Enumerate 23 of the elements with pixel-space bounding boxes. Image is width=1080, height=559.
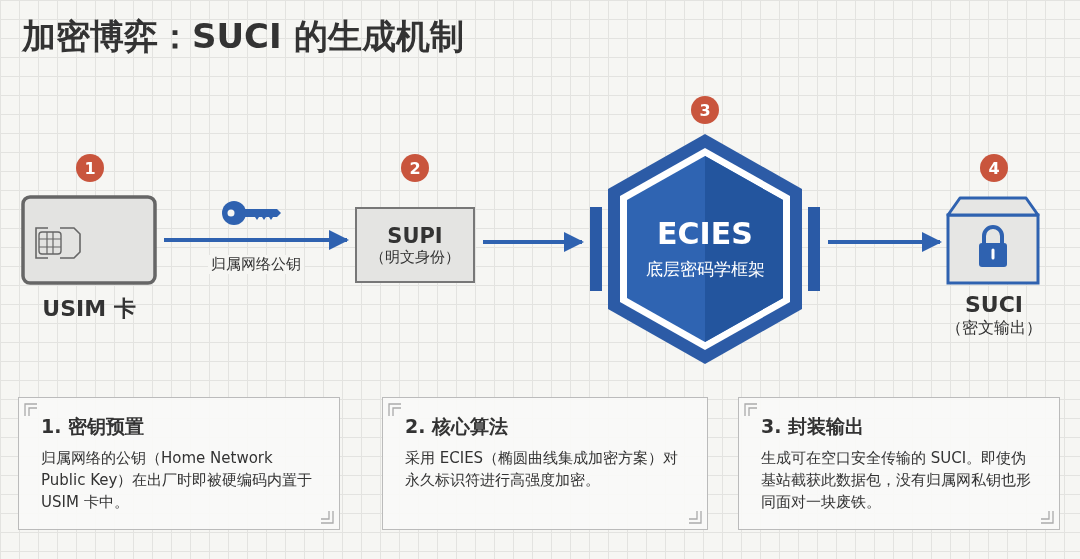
step-number-badge: 4: [980, 154, 1008, 182]
card-heading: 1. 密钥预置: [41, 414, 146, 439]
card-heading: 3. 封装输出: [761, 414, 866, 439]
step-number-badge: 2: [401, 154, 429, 182]
hexagon-title: ECIES: [656, 216, 754, 251]
step-number-badge: 3: [691, 96, 719, 124]
card-heading: 2. 核心算法: [405, 414, 510, 439]
hexagon-subtitle: 底层密码学框架: [644, 258, 766, 281]
info-card: [738, 397, 1060, 530]
process-box: [355, 207, 475, 283]
info-card: [382, 397, 708, 530]
card-body-text: 归属网络的公钥（Home Network Public Key）在出厂时即被硬编码内置于 USIM 卡中。: [41, 448, 314, 513]
output-subtitle: （密文输出）: [945, 318, 1043, 339]
box-subtitle: （明文身份）: [370, 247, 460, 267]
edge-label: 归属网络公钥: [207, 255, 304, 274]
output-title: SUCI: [963, 292, 1024, 317]
info-card: [18, 397, 340, 530]
box-title: SUPI: [387, 223, 443, 248]
card-body-text: 生成可在空口安全传输的 SUCI。即使伪基站截获此数据包，没有归属网私钥也形同面对一块废铁。: [761, 448, 1032, 513]
step-number-badge: 1: [76, 154, 104, 182]
card-label: USIM 卡: [41, 295, 137, 323]
card-body-text: 采用 ECIES（椭圆曲线集成加密方案）对永久标识符进行高强度加密。: [405, 448, 680, 491]
diagram-title: 加密博弈：SUCI 的生成机制: [22, 15, 464, 58]
